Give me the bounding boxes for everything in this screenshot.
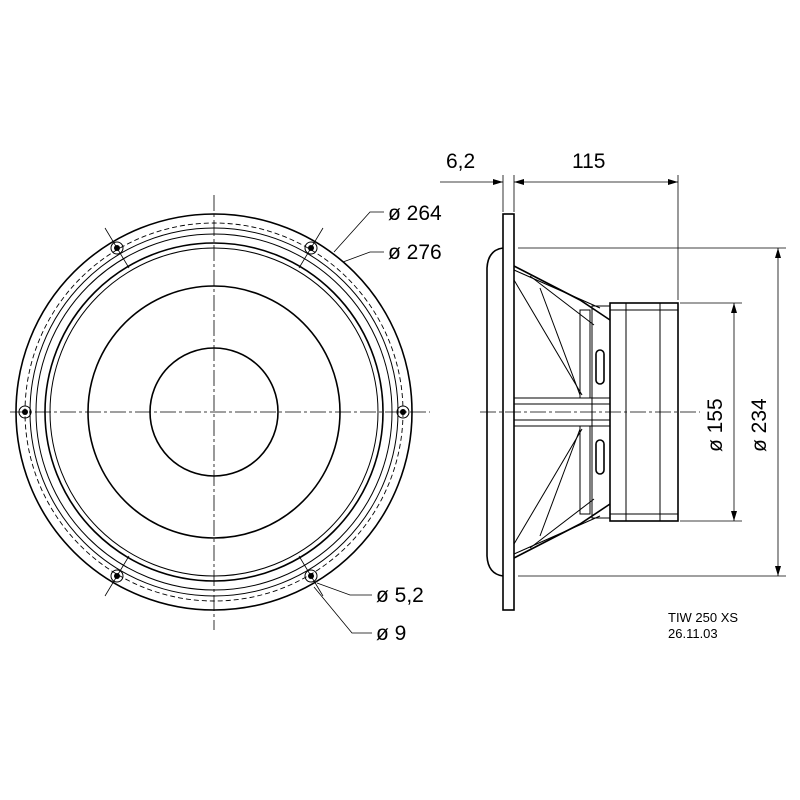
stamp-model: TIW 250 XS [668, 610, 738, 625]
outer-frame-circle [15, 213, 413, 611]
side-view [480, 213, 700, 611]
mounting-hole [18, 405, 32, 419]
front-view [10, 195, 430, 634]
label-cutout-diameter: ø 234 [748, 398, 771, 452]
label-depth: 115 [572, 150, 605, 173]
basket-strut-top-2 [529, 275, 595, 326]
dust-cap [149, 347, 279, 477]
label-magnet-diameter: ø 155 [704, 398, 727, 452]
label-bolt-circle: ø 264 [388, 202, 442, 225]
basket-strut-bottom-1 [513, 428, 583, 545]
cone-mid-ring [87, 285, 341, 539]
surround-inner [44, 242, 384, 582]
magnet-body [609, 302, 679, 522]
basket-strut-top-1 [513, 279, 583, 396]
front-leaders [313, 211, 384, 634]
label-hole-outer: ø 9 [376, 622, 406, 645]
basket-line-bottom [513, 515, 601, 555]
basket-bottom [513, 503, 611, 559]
surround-profile [486, 247, 504, 577]
basket-line-top [513, 269, 601, 309]
hole-center-marks [104, 227, 324, 597]
cone-edge [49, 247, 379, 577]
vent-slot-upper [595, 349, 605, 385]
vent-slot-lower [595, 439, 605, 475]
mounting-hole [396, 405, 410, 419]
label-flange-thickness: 6,2 [446, 150, 475, 173]
stamp-date: 26.11.03 [668, 626, 718, 641]
basket-strut-bottom-3 [539, 428, 581, 537]
label-outer-diameter: ø 276 [388, 241, 442, 264]
basket-strut-top-3 [539, 287, 581, 396]
frame-inner-edge [29, 227, 399, 597]
frame-leg-upper [579, 309, 591, 399]
surround-outer [35, 233, 393, 591]
basket-strut-bottom-2 [529, 498, 595, 549]
side-dimensions [440, 175, 786, 577]
label-hole-diameter: ø 5,2 [376, 584, 424, 607]
basket-top [513, 265, 611, 321]
frame-leg-lower [579, 425, 591, 515]
